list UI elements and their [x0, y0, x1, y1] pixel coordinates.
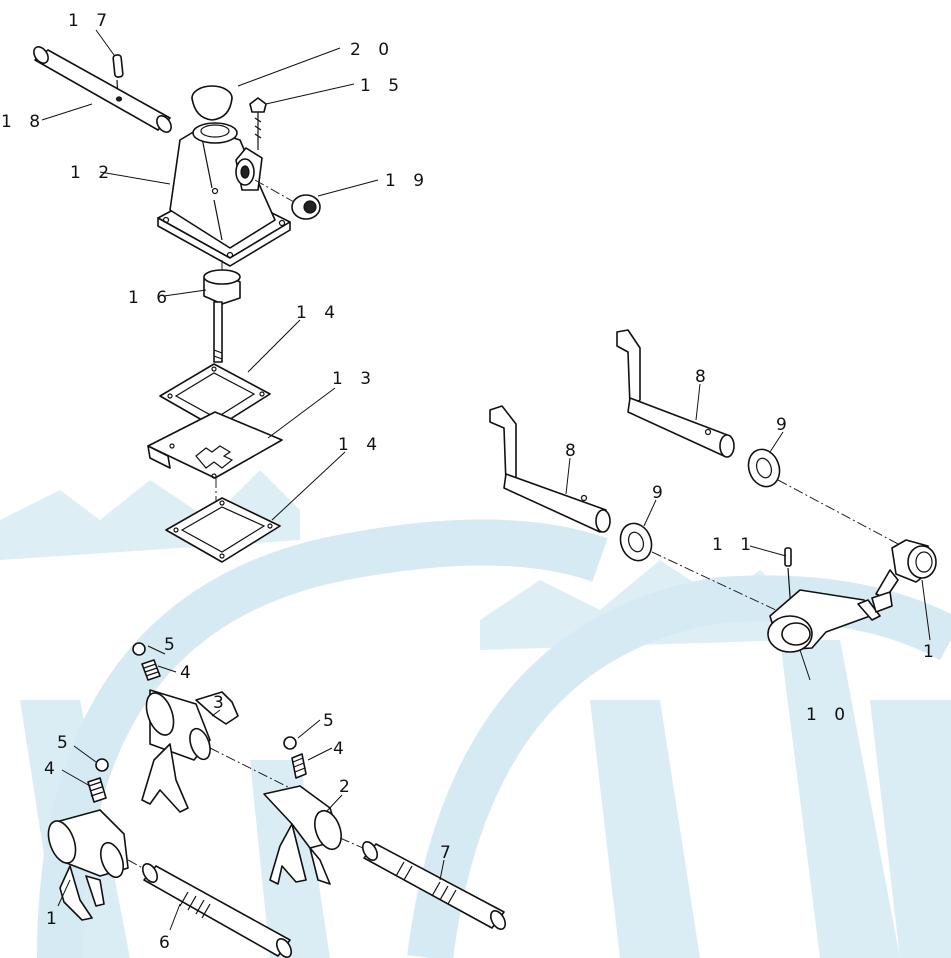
lever-16	[203, 260, 241, 363]
shift-rod-7	[361, 841, 507, 930]
label-part-4-upper: 4	[180, 663, 197, 683]
shift-lever-8-upper	[616, 329, 735, 458]
label-part-9-upper: 9	[776, 415, 793, 435]
spring-4-right	[291, 753, 307, 779]
label-part-4-right: 4	[333, 739, 350, 759]
gate-plate-13	[147, 411, 283, 510]
label-part-7: 7	[440, 843, 457, 863]
knob-20	[191, 85, 233, 121]
ball-5-left	[95, 758, 109, 772]
shift-fork-3	[141, 689, 239, 813]
shift-rod-6	[141, 863, 293, 958]
shift-housing-12	[157, 122, 291, 267]
arm-10-upper	[871, 539, 937, 613]
shift-fork-2	[263, 785, 342, 885]
label-part-14-upper: 1 4	[296, 303, 341, 323]
label-part-20: 2 0	[350, 40, 395, 60]
ball-5-right	[283, 736, 297, 750]
label-part-12: 1 2	[70, 163, 115, 183]
label-part-5-right: 5	[323, 711, 340, 731]
washer-9-lower	[619, 522, 653, 562]
label-part-16: 1 6	[128, 288, 173, 308]
label-part-3: 3	[213, 693, 230, 713]
gasket-14-upper	[159, 363, 271, 429]
label-part-2: 2	[339, 777, 356, 797]
label-part-18: 1 8	[1, 112, 46, 132]
bushing-19	[254, 179, 321, 220]
label-part-10-lower: 1 0	[806, 705, 851, 725]
label-part-8-lower: 8	[565, 441, 582, 461]
rod-18	[33, 46, 172, 133]
label-part-15: 1 5	[360, 76, 405, 96]
shift-lever-8-lower	[489, 405, 611, 533]
label-part-9-lower: 9	[652, 483, 669, 503]
bolt-15	[249, 97, 267, 150]
leader-lines	[41, 29, 931, 931]
ball-5-upper	[132, 642, 146, 656]
label-part-5-upper: 5	[164, 635, 181, 655]
shift-fork-1	[47, 809, 129, 921]
label-part-1: 1	[46, 909, 63, 929]
label-part-11: 1 1	[712, 535, 757, 555]
label-part-17: 1 7	[68, 11, 113, 31]
label-part-19: 1 9	[385, 171, 430, 191]
callout-labels: 1 8 1 7 1 2 2 0 1 5 1 9 1 6 1 4 1 3 1 4 …	[1, 11, 951, 953]
label-part-13: 1 3	[332, 369, 377, 389]
spring-4-left	[87, 777, 107, 803]
label-part-14-lower: 1 4	[338, 435, 383, 455]
label-part-10-upper: 1 0	[923, 642, 951, 662]
label-part-8-upper: 8	[695, 367, 712, 387]
label-part-4-left: 4	[44, 759, 61, 779]
arm-10-lower	[767, 589, 881, 653]
washer-9-upper	[747, 448, 781, 488]
label-part-6: 6	[159, 933, 176, 953]
label-part-5-left: 5	[57, 733, 74, 753]
spring-4-upper	[141, 659, 161, 681]
gasket-14-lower	[165, 497, 281, 563]
